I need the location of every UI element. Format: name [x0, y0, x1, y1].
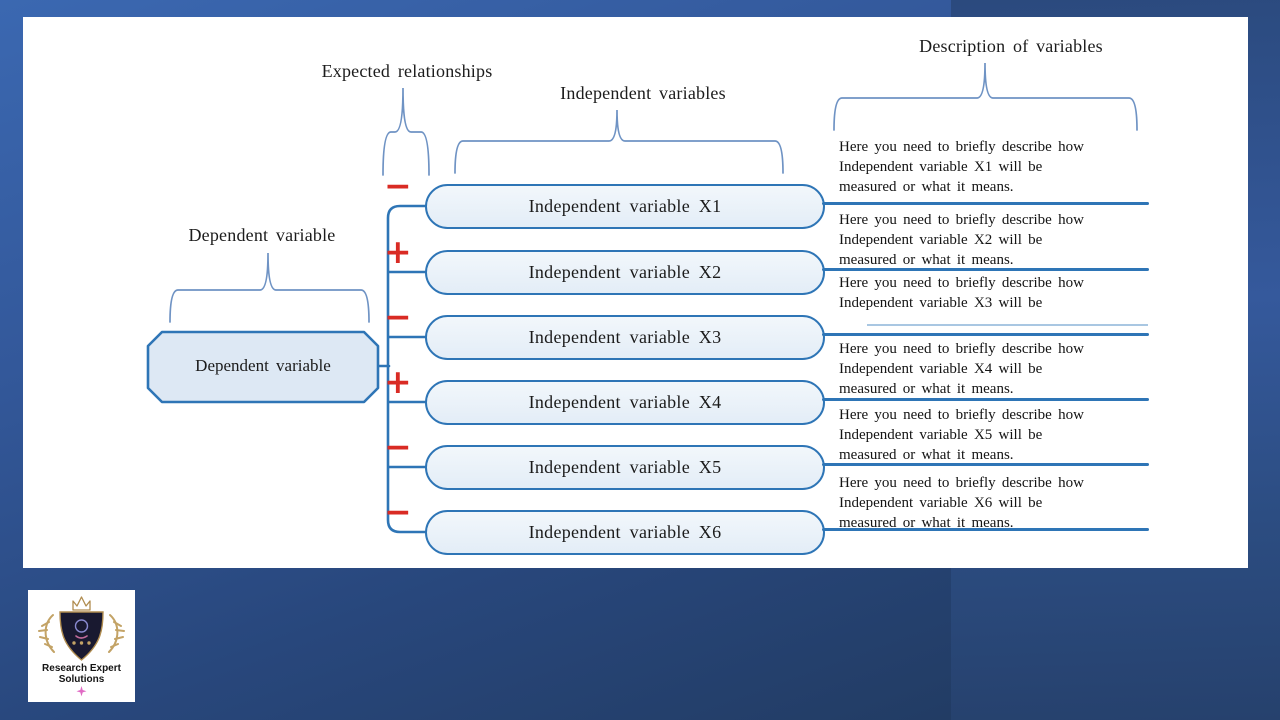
- description-line: Independent variable X1 will be: [839, 159, 1043, 175]
- shield-dot: [79, 641, 84, 645]
- independent-variable-box-x5: Independent variable X5: [425, 445, 825, 490]
- header-dependent-variable: Dependent variable: [188, 225, 336, 245]
- shield-icon: [59, 611, 104, 661]
- relationship-sign-x4: +: [384, 362, 412, 401]
- emblem-detail: [75, 635, 88, 639]
- description-line: measured or what it means.: [839, 252, 1014, 268]
- shield-dot: [72, 641, 76, 645]
- crown-icon: [72, 596, 91, 611]
- connector-line-x4: [822, 398, 1149, 401]
- independent-variable-box-x2: Independent variable X2: [425, 250, 825, 295]
- connector-line-x5: [822, 463, 1149, 466]
- description-line: Independent variable X5 will be: [839, 427, 1043, 443]
- description-line: measured or what it means.: [839, 515, 1014, 531]
- description-line: Here you need to briefly describe how: [839, 212, 1084, 228]
- brace-dependent-variable: [169, 252, 370, 323]
- description-line: measured or what it means.: [839, 179, 1014, 195]
- laurel-right-icon: [108, 614, 125, 653]
- description-line: Independent variable X6 will be: [839, 495, 1043, 511]
- independent-variable-box-x3: Independent variable X3: [425, 315, 825, 360]
- description-line: Here you need to briefly describe how: [839, 475, 1084, 491]
- header-expected-relationships: Expected relationships: [321, 61, 493, 81]
- description-line: Here you need to briefly describe how: [839, 407, 1084, 423]
- description-block-x4: Here you need to briefly describe how In…: [839, 339, 1159, 399]
- relationship-sign-x6: −: [384, 492, 412, 531]
- relationship-sign-x5: −: [384, 427, 412, 466]
- laurel-left-icon: [38, 614, 55, 653]
- description-block-x5: Here you need to briefly describe how In…: [839, 405, 1159, 465]
- connector-line-x1: [822, 202, 1149, 205]
- connector-line-x2: [822, 268, 1149, 271]
- description-block-x1: Here you need to briefly describe how In…: [839, 137, 1159, 197]
- connector-line-x6: [822, 528, 1149, 531]
- emblem-icon: [74, 619, 89, 633]
- header-description-of-variables: Description of variables: [919, 36, 1103, 56]
- description-line: measured or what it means.: [839, 381, 1014, 397]
- description-block-x2: Here you need to briefly describe how In…: [839, 210, 1159, 270]
- dependent-variable-box-label: Dependent variable: [195, 356, 331, 375]
- independent-variable-box-x4: Independent variable X4: [425, 380, 825, 425]
- description-block-x6: Here you need to briefly describe how In…: [839, 473, 1159, 533]
- connector-trunk: [375, 204, 429, 534]
- logo-name-line2: Solutions: [59, 674, 105, 685]
- description-block-x3: Here you need to briefly describe how In…: [839, 273, 1159, 313]
- logo-graphic: Research Expert Solutions: [38, 596, 125, 697]
- sparkle-icon: [76, 686, 87, 697]
- description-line: Independent variable X2 will be: [839, 232, 1043, 248]
- description-line: Here you need to briefly describe how: [839, 275, 1084, 291]
- relationship-sign-x3: −: [384, 297, 412, 336]
- brace-expected-relationships: [382, 87, 430, 176]
- description-line: Independent variable X3 will be: [839, 295, 1043, 311]
- description-line: Here you need to briefly describe how: [839, 139, 1084, 155]
- research-expert-solutions-logo: Research Expert Solutions: [28, 590, 135, 702]
- description-line: Here you need to briefly describe how: [839, 341, 1084, 357]
- description-line: Independent variable X4 will be: [839, 361, 1043, 377]
- dependent-variable-box: [146, 330, 380, 404]
- description-x3-bottom-border: [867, 324, 1148, 326]
- description-line: measured or what it means.: [839, 447, 1014, 463]
- relationship-sign-x1: −: [384, 166, 412, 205]
- shield-dot: [87, 641, 91, 645]
- header-independent-variables: Independent variables: [560, 83, 726, 103]
- logo-name-line1: Research Expert: [42, 663, 122, 674]
- brace-independent-variables: [454, 109, 784, 174]
- independent-variable-box-x1: Independent variable X1: [425, 184, 825, 229]
- diagram-graphics: [146, 62, 1138, 534]
- connector-line-x3: [822, 333, 1149, 336]
- relationship-sign-x2: +: [384, 232, 412, 271]
- independent-variable-box-x6: Independent variable X6: [425, 510, 825, 555]
- brace-description-of-variables: [833, 62, 1138, 131]
- slide-canvas: Expected relationships Independent varia…: [23, 17, 1248, 568]
